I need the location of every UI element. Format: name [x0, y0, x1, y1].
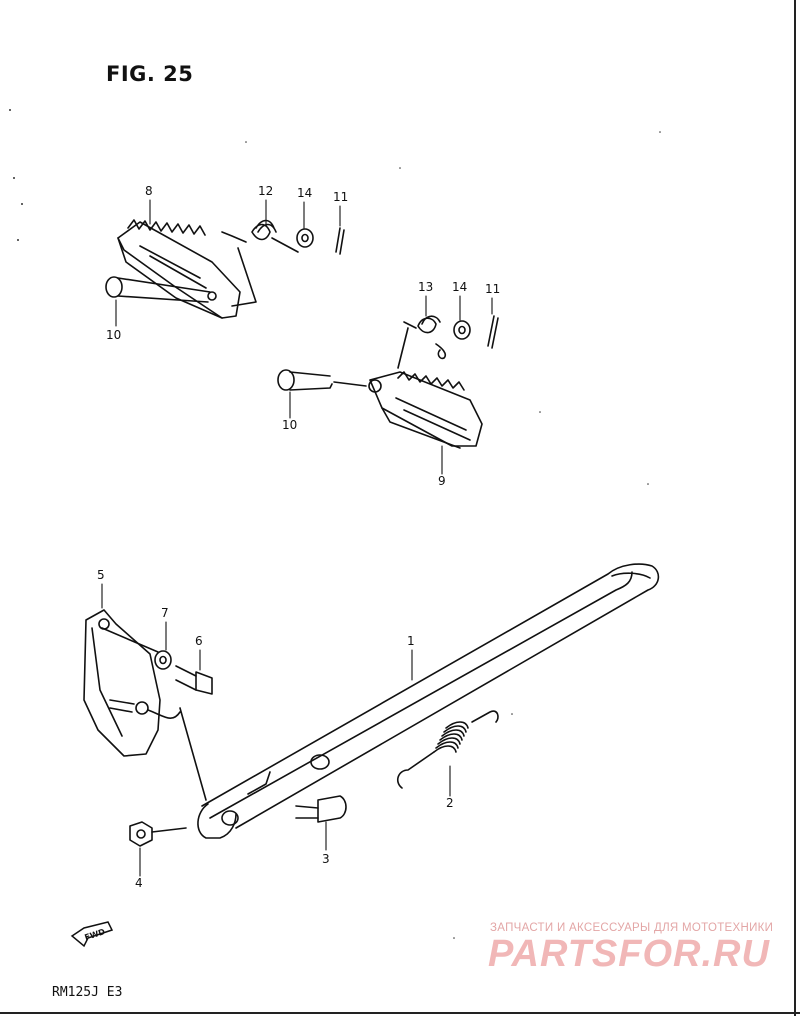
washer-14-right	[453, 320, 471, 340]
model-code: RM125J E3	[52, 985, 123, 1000]
callout-14-right: 14	[452, 280, 468, 294]
side-stand-1	[197, 563, 660, 839]
callout-10-left: 10	[106, 328, 122, 342]
callout-3: 3	[322, 852, 330, 866]
bracket-5	[83, 609, 207, 801]
watermark-brand: PARTSFOR.RU	[488, 933, 770, 975]
callout-9: 9	[438, 474, 446, 488]
callout-10-right: 10	[282, 418, 298, 432]
clevis-pin-10-right	[277, 369, 367, 391]
callout-5: 5	[97, 568, 105, 582]
nut-4	[129, 821, 187, 847]
page-border-bottom	[0, 1012, 800, 1014]
callout-13: 13	[418, 280, 434, 294]
bolt-3	[295, 795, 347, 823]
washer-7	[154, 650, 172, 670]
bolt-6	[175, 665, 213, 695]
callout-14-left: 14	[297, 186, 313, 200]
watermark-subtitle: ЗАПЧАСТИ И АКСЕССУАРЫ ДЛЯ МОТОТЕХНИКИ	[490, 922, 774, 934]
figure-title: FIG. 25	[106, 62, 194, 86]
callout-12: 12	[258, 184, 274, 198]
callout-4: 4	[135, 876, 143, 890]
cotter-pin-11-left	[335, 227, 345, 255]
scan-specks	[9, 109, 661, 939]
callout-2: 2	[446, 796, 454, 810]
footrest-left	[117, 219, 241, 319]
callout-6: 6	[195, 634, 203, 648]
callout-11-left: 11	[333, 190, 349, 204]
callout-8: 8	[145, 184, 153, 198]
spring-12	[221, 219, 299, 307]
page-border-right	[794, 0, 796, 1016]
cotter-pin-11-right	[487, 315, 499, 349]
fwd-arrow-icon: FWD	[70, 921, 114, 948]
clevis-pin-10-left	[105, 276, 211, 303]
washer-14-left	[296, 228, 314, 248]
footrest-right	[368, 371, 483, 449]
spring-2	[396, 710, 499, 789]
spring-13	[397, 315, 447, 369]
callout-11-right: 11	[485, 282, 501, 296]
leader-lines	[101, 199, 493, 877]
callout-7: 7	[161, 606, 169, 620]
callout-1: 1	[407, 634, 415, 648]
